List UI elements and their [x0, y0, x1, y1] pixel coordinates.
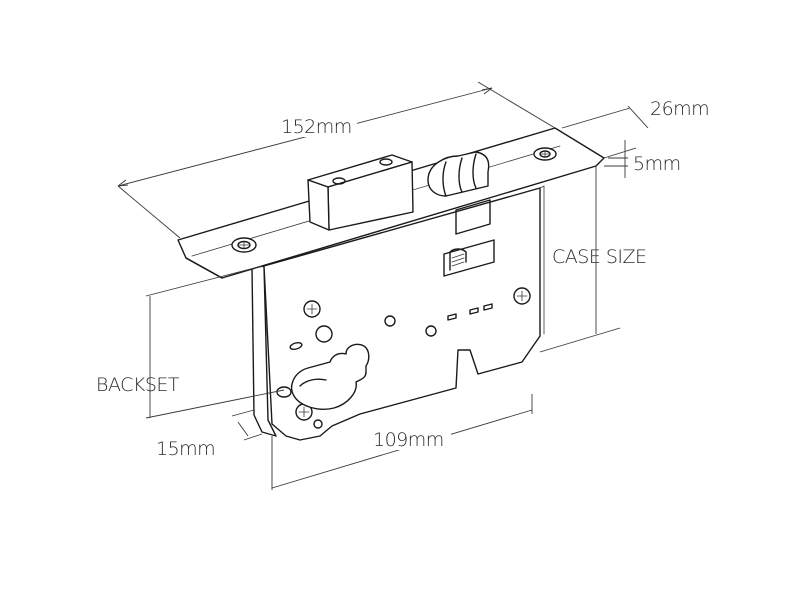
faceplate-length-label: 152mm — [281, 116, 352, 138]
dimension-case-size — [539, 166, 621, 353]
case-screw-right — [513, 287, 531, 305]
latch-housing-slot — [455, 199, 491, 235]
front-offset-label: 15mm — [156, 438, 215, 460]
spring-window — [443, 239, 495, 277]
case-depth-label: 109mm — [373, 429, 444, 451]
case-screw-top-left — [303, 300, 321, 318]
dimension-front-offset — [231, 409, 263, 441]
case-size-label: CASE SIZE — [552, 246, 647, 268]
faceplate-width-label: 26mm — [650, 98, 709, 120]
deadbolt — [307, 154, 414, 231]
faceplate-screw-right — [533, 147, 557, 161]
dimension-faceplate-thickness — [604, 140, 628, 178]
cylinder-cutout — [276, 343, 370, 410]
label-152-backdrop — [279, 113, 357, 137]
faceplate-screw-left — [231, 237, 257, 253]
dimension-backset — [145, 265, 285, 419]
latch-bolt — [427, 151, 490, 197]
dimension-faceplate-width — [561, 105, 649, 159]
backset-label: BACKSET — [96, 374, 180, 396]
faceplate-thickness-label: 5mm — [633, 153, 681, 175]
label-109-backdrop — [371, 426, 451, 450]
